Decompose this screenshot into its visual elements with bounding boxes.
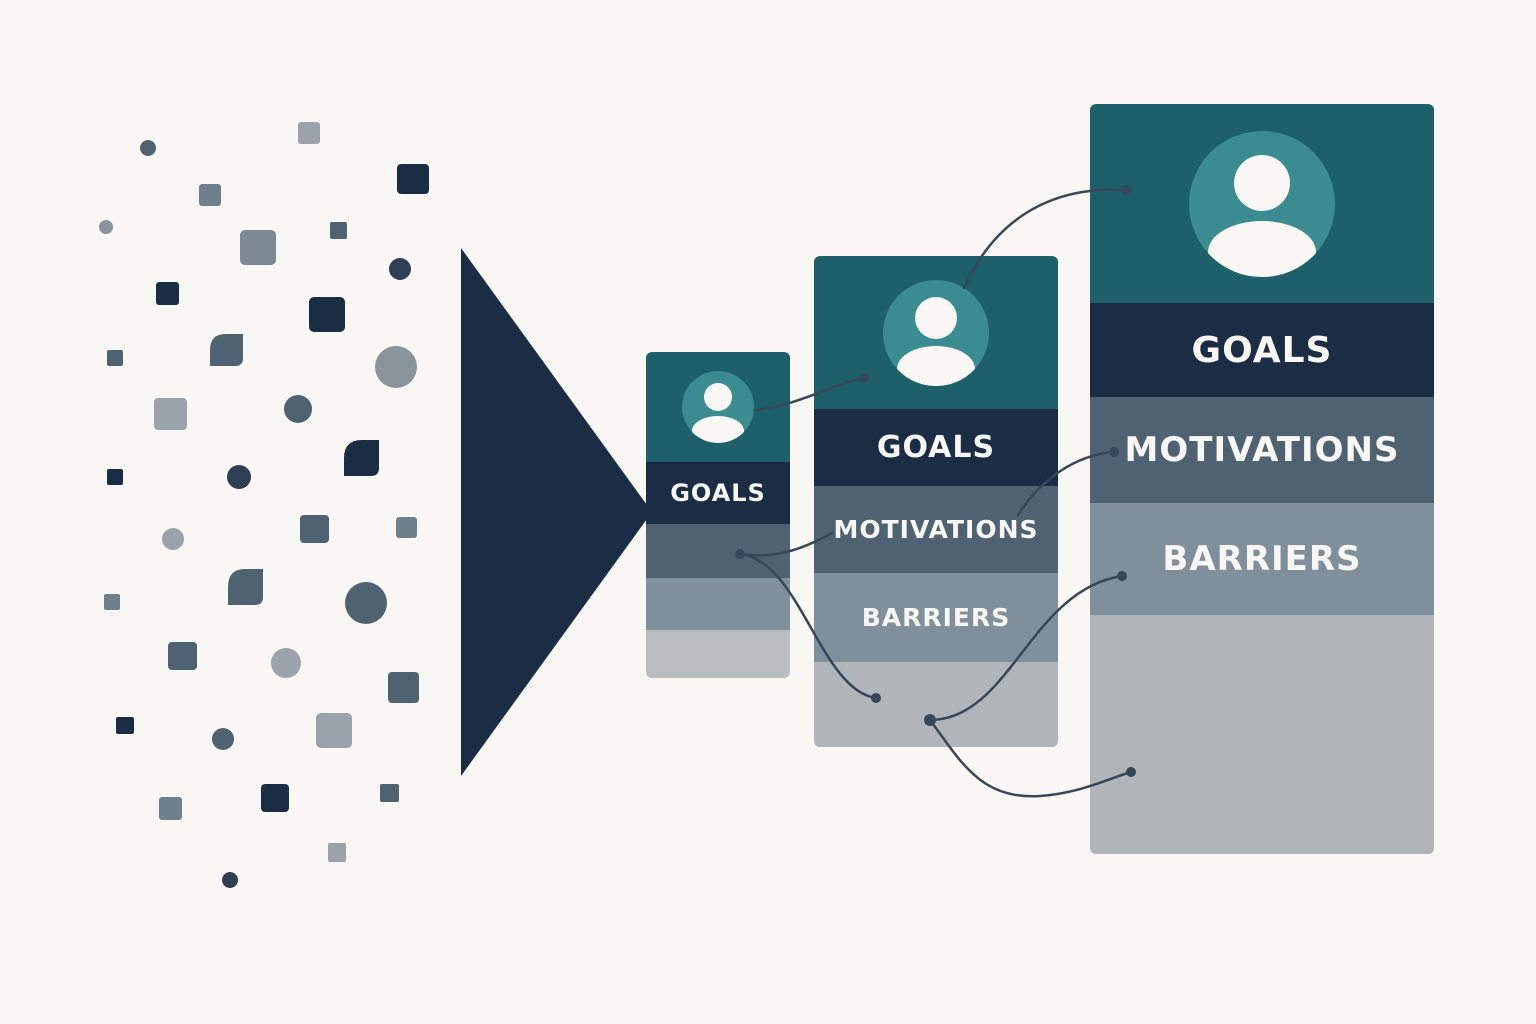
goals-band: GOALS <box>1090 303 1434 397</box>
data-point <box>380 784 399 802</box>
motivations-band: MOTIVATIONS <box>814 486 1058 573</box>
user-avatar-icon <box>682 371 754 443</box>
data-point <box>104 594 120 610</box>
data-point <box>222 872 238 888</box>
data-point <box>159 797 182 820</box>
data-point <box>227 465 251 489</box>
persona-card-medium: GOALS MOTIVATIONS BARRIERS <box>814 256 1058 747</box>
data-point <box>344 440 379 476</box>
persona-header <box>646 352 790 462</box>
data-point <box>107 469 123 485</box>
user-avatar-icon <box>883 279 989 386</box>
data-point <box>396 517 417 538</box>
data-point <box>300 515 329 543</box>
data-point <box>316 713 352 748</box>
data-point <box>240 230 276 265</box>
data-point <box>116 717 134 734</box>
raw-data-scatter <box>99 122 429 888</box>
motivations-band: MOTIVATIONS <box>1090 397 1434 503</box>
data-point <box>330 222 347 239</box>
data-point <box>210 334 243 366</box>
persona-header <box>814 256 1058 409</box>
data-point <box>168 642 197 670</box>
data-point <box>154 398 187 430</box>
barriers-band: BARRIERS <box>1090 503 1434 615</box>
funnel-triangle <box>461 248 652 776</box>
goals-band: GOALS <box>814 409 1058 486</box>
barriers-band <box>646 578 790 630</box>
data-point <box>375 346 417 388</box>
data-point <box>388 672 419 703</box>
data-point <box>271 648 301 678</box>
data-point <box>397 164 429 194</box>
barriers-band: BARRIERS <box>814 573 1058 662</box>
data-point <box>298 122 320 144</box>
persona-header <box>1090 104 1434 303</box>
data-point <box>228 569 263 605</box>
empty-band <box>1090 615 1434 854</box>
data-point <box>199 184 221 206</box>
data-point <box>328 843 346 862</box>
data-point <box>309 297 345 332</box>
persona-card-large: GOALS MOTIVATIONS BARRIERS <box>1090 104 1434 854</box>
data-point <box>345 582 387 624</box>
data-point <box>261 784 289 812</box>
user-avatar-icon <box>1189 130 1335 277</box>
data-point <box>156 282 179 305</box>
data-point <box>162 528 184 550</box>
data-point <box>212 728 234 750</box>
data-point <box>284 395 312 423</box>
data-point <box>389 258 411 280</box>
data-point <box>107 350 123 366</box>
data-point <box>140 140 156 156</box>
motivations-band <box>646 524 790 578</box>
persona-card-small: GOALS <box>646 352 790 678</box>
data-point <box>99 220 113 234</box>
goals-band: GOALS <box>646 462 790 524</box>
empty-band <box>814 662 1058 747</box>
empty-band <box>646 630 790 678</box>
